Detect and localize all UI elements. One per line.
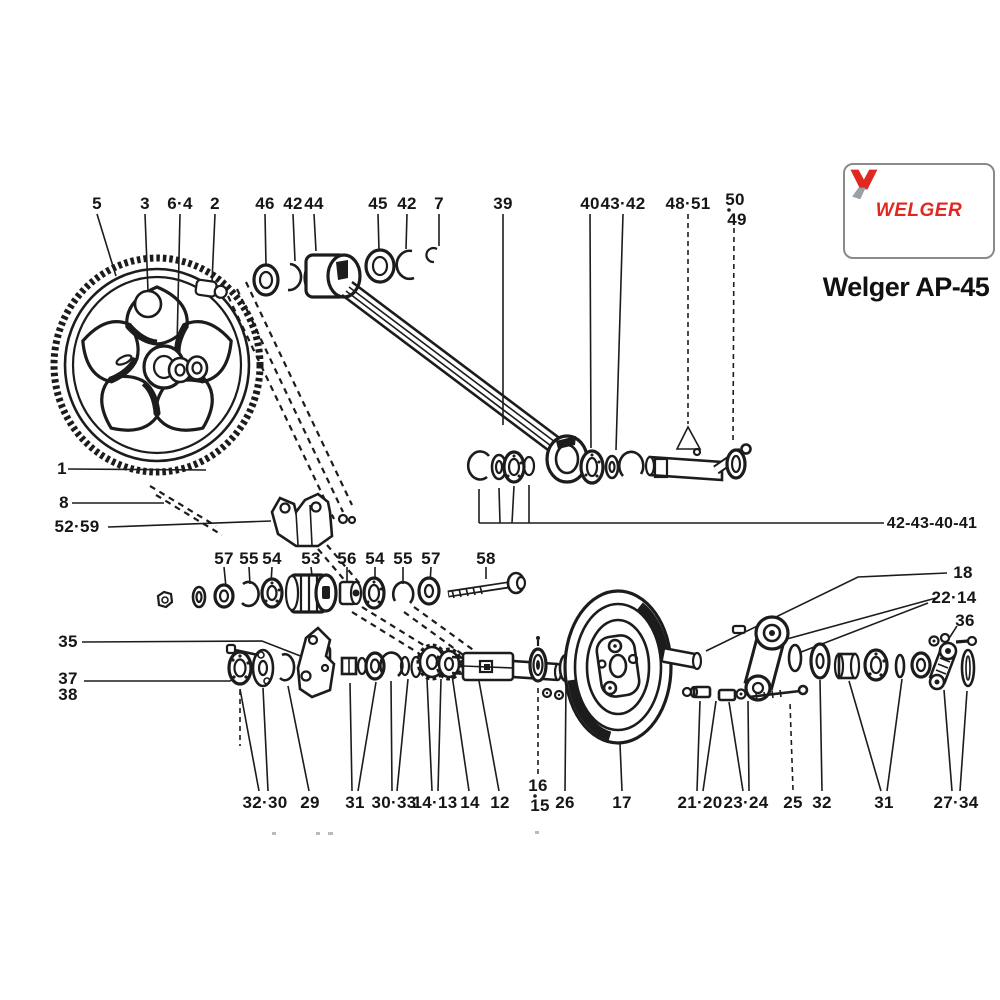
callout: 40	[580, 194, 600, 213]
logo-brand-text: WELGER	[875, 200, 963, 221]
callout: 8	[59, 493, 69, 512]
callout: 21·20	[677, 793, 723, 812]
callout: 12	[490, 793, 510, 812]
right-crank-group	[681, 615, 978, 702]
hardware-row	[156, 571, 527, 614]
callout: 32	[812, 793, 832, 812]
crank-shaft-assembly	[466, 443, 752, 485]
drive-chain-dashes	[149, 281, 477, 660]
callout: 6·4	[167, 194, 193, 213]
callout: 42	[397, 194, 417, 213]
callout: 57	[421, 549, 441, 568]
pitman-rod-assembly	[252, 246, 589, 484]
callout: 27·34	[933, 793, 979, 812]
callout: 17	[612, 793, 632, 812]
callout: 46	[255, 194, 275, 213]
callout: 16	[528, 776, 548, 795]
leader-lines	[67, 208, 968, 798]
cam-follower	[194, 278, 228, 299]
callout: 31	[345, 793, 365, 812]
callout: 1	[57, 459, 67, 478]
callout: 43·42	[600, 194, 646, 213]
callout: 55	[239, 549, 259, 568]
callout: 18	[953, 563, 973, 582]
callout: 56	[337, 549, 357, 568]
callout: 31	[874, 793, 894, 812]
callout: 15	[530, 796, 550, 815]
callout: 37	[58, 669, 78, 688]
callout: 42-43-40-41	[886, 515, 978, 532]
callout: 50	[725, 190, 745, 209]
main-gear-wheel	[50, 254, 264, 476]
callout: 14	[460, 793, 480, 812]
callout: 29	[300, 793, 320, 812]
welger-v-mark-icon	[850, 169, 878, 200]
print-remnants	[272, 831, 539, 835]
callout: 23·24	[723, 793, 769, 812]
tensioner-bracket	[270, 492, 357, 548]
callout: 32·30	[242, 793, 288, 812]
callout: 3	[140, 194, 150, 213]
callout: 52·59	[54, 517, 100, 536]
callout: 55	[393, 549, 413, 568]
callout: 2	[210, 194, 220, 213]
callout: 7	[434, 194, 444, 213]
lower-shaft-assembly	[225, 626, 574, 701]
callout: 36	[955, 611, 975, 630]
callout: 58	[476, 549, 496, 568]
flywheel	[563, 589, 703, 745]
callout: 42	[283, 194, 303, 213]
callout: 45	[368, 194, 388, 213]
logo-card: WELGER	[843, 163, 995, 259]
callout: 30·33	[371, 793, 417, 812]
callout: 5	[92, 194, 102, 213]
callout: 44	[304, 194, 324, 213]
callout: 57	[214, 549, 234, 568]
callout: 14·13	[412, 793, 458, 812]
callout: 53	[301, 549, 321, 568]
callout: 49	[727, 210, 747, 229]
callout: 54	[365, 549, 385, 568]
callout: 38	[58, 685, 78, 704]
callout: 48·51	[665, 194, 711, 213]
callout: 54	[262, 549, 282, 568]
callout: 26	[555, 793, 575, 812]
callout: 39	[493, 194, 513, 213]
callout: 22·14	[931, 588, 977, 607]
model-title: Welger AP-45	[822, 272, 990, 302]
callout: 25	[783, 793, 803, 812]
callout: 35	[58, 632, 78, 651]
